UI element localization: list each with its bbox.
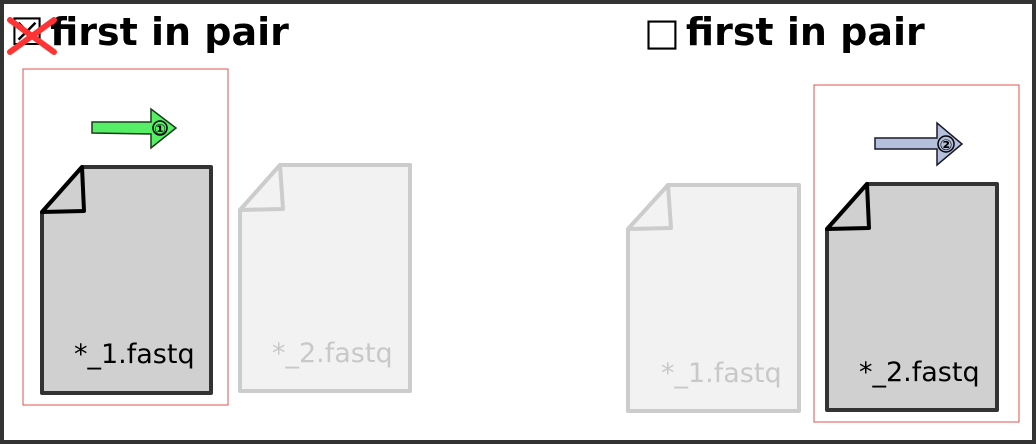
arrow-1-icon: ① <box>91 107 178 150</box>
arrow-2-badge: ② <box>940 136 953 154</box>
arrow-1-badge: ① <box>154 122 166 138</box>
red-cross-icon <box>7 17 57 55</box>
left-highlight-box <box>22 68 229 406</box>
file-icon-left-active <box>40 165 213 395</box>
left-inactive-file-label: *_2.fastq <box>272 338 393 369</box>
file-icon-right-active <box>825 182 999 412</box>
checkbox-checked-icon: ☒ <box>7 12 57 55</box>
file-icon-right-inactive <box>626 183 801 413</box>
left-panel-title: ☒ first in pair <box>7 10 289 55</box>
arrow-2-icon: ② <box>874 121 964 167</box>
file-icon-left-inactive <box>238 163 412 393</box>
right-inactive-file-label: *_1.fastq <box>661 358 782 389</box>
right-panel-title: □first in pair <box>644 12 925 52</box>
right-active-file-label: *_2.fastq <box>859 357 980 388</box>
left-title-text: first in pair <box>50 10 289 54</box>
left-active-file-label: *_1.fastq <box>74 339 195 370</box>
checkbox-unchecked-icon: □ <box>644 10 680 54</box>
right-title-text: first in pair <box>685 10 925 54</box>
right-highlight-box <box>813 84 1020 423</box>
